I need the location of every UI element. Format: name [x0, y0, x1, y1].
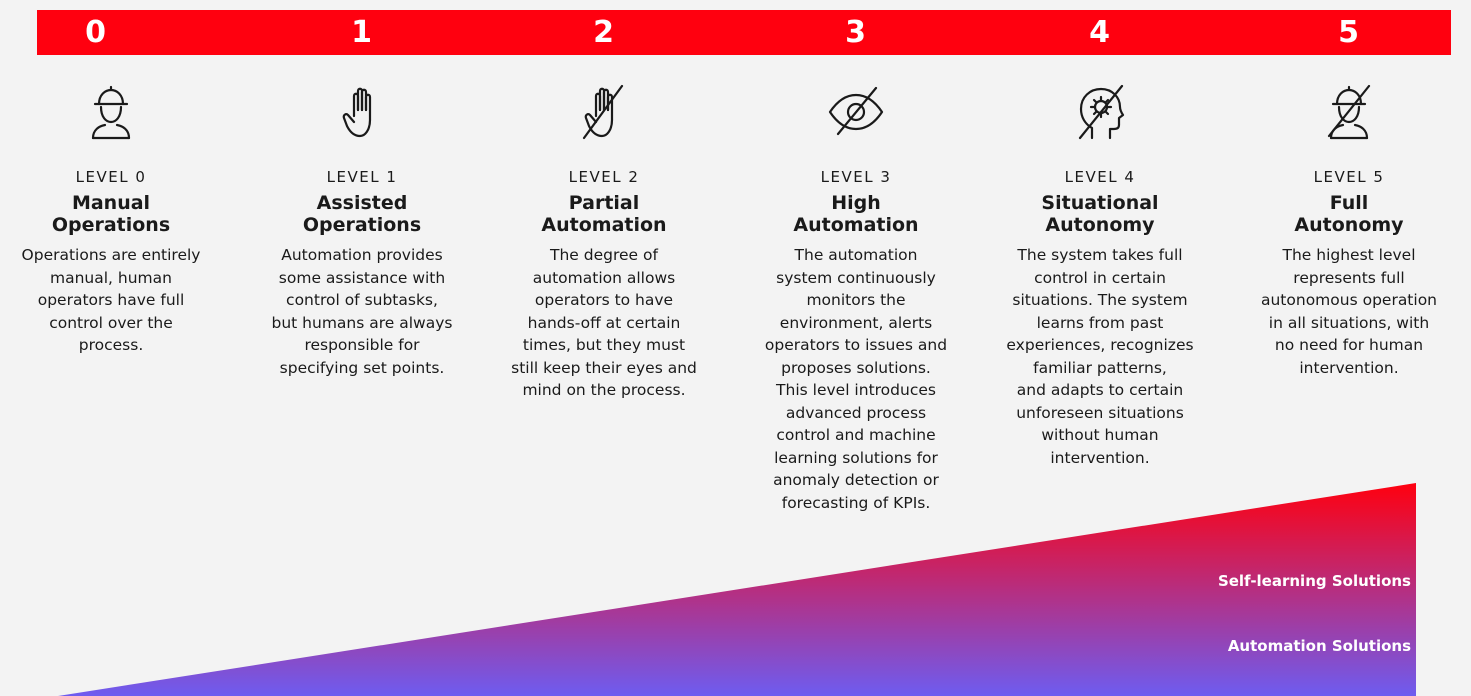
level-number-4: 4: [1089, 15, 1111, 50]
level-number-5: 5: [1338, 15, 1360, 50]
self-learning-solutions-label: Self-learning Solutions: [1217, 572, 1411, 590]
eye-crossed-icon: [828, 86, 884, 136]
level-label: LEVEL 3: [820, 168, 892, 186]
level-label: LEVEL 0: [75, 168, 147, 186]
level-title: Assisted Operations: [302, 192, 422, 236]
level-number-bar: 0 1 2 3 4 5: [37, 10, 1451, 55]
level-title: Situational Autonomy: [1041, 192, 1159, 236]
level-number-3: 3: [845, 15, 867, 50]
worker-crossed-icon: [1327, 84, 1371, 140]
level-description: The highest level represents full autono…: [1260, 246, 1438, 377]
level-column-2: LEVEL 2 Partial Automation The degree of…: [489, 80, 719, 402]
level-column-3: LEVEL 3 High Automation The automation s…: [741, 80, 971, 514]
level-description: The degree of automation allows operator…: [511, 246, 697, 399]
level-label: LEVEL 1: [326, 168, 398, 186]
level-title: High Automation: [793, 192, 919, 236]
hand-crossed-icon: [582, 84, 624, 140]
level-column-4: LEVEL 4 Situational Autonomy The system …: [985, 80, 1215, 469]
level-label: LEVEL 5: [1313, 168, 1385, 186]
level-title: Partial Automation: [541, 192, 667, 236]
level-description: The automation system continuously monit…: [764, 246, 948, 512]
level-column-1: LEVEL 1 Assisted Operations Automation p…: [247, 80, 477, 379]
head-gear-crossed-icon: [1078, 84, 1125, 140]
automation-solutions-label: Automation Solutions: [1227, 637, 1411, 655]
level-number-2: 2: [593, 15, 615, 50]
level-description: Automation provides some assistance with…: [271, 246, 453, 377]
level-description: Operations are entirely manual, human op…: [21, 246, 201, 354]
level-label: LEVEL 2: [568, 168, 640, 186]
level-label: LEVEL 4: [1064, 168, 1136, 186]
level-number-1: 1: [351, 15, 373, 50]
raised-hand-icon: [342, 87, 372, 138]
level-description: The system takes full control in certain…: [1006, 246, 1194, 467]
level-title: Full Autonomy: [1294, 192, 1404, 236]
level-title: Manual Operations: [51, 192, 171, 236]
level-column-0: LEVEL 0 Manual Operations Operations are…: [0, 80, 226, 357]
wedge-shape: [58, 483, 1416, 696]
level-number-0: 0: [85, 15, 107, 50]
worker-helmet-icon: [91, 85, 131, 140]
level-column-5: LEVEL 5 Full Autonomy The highest level …: [1234, 80, 1464, 379]
